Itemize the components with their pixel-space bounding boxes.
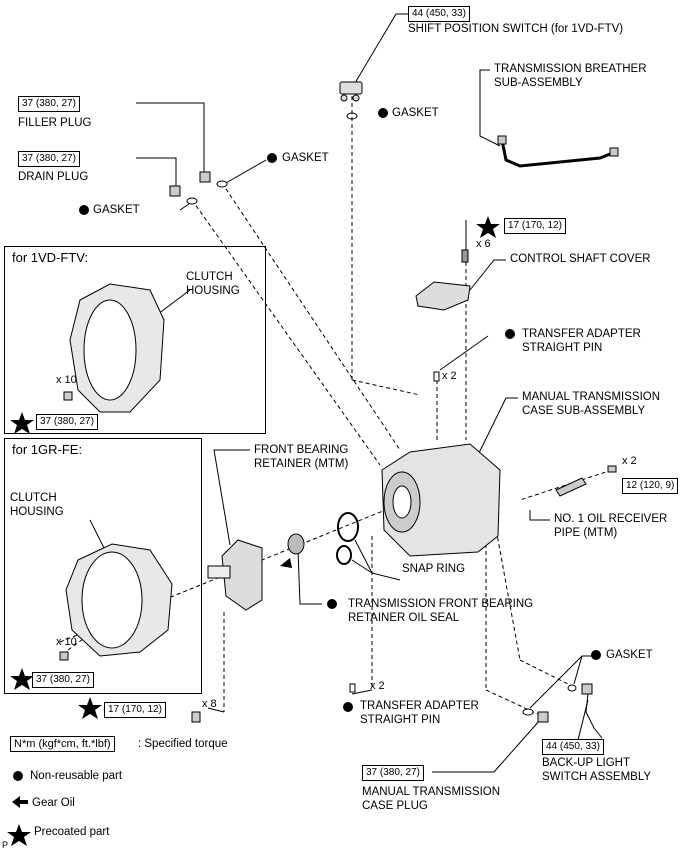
torque-backup-switch: 44 (450, 33): [542, 739, 604, 755]
label-transfer-pin-b2: STRAIGHT PIN: [360, 714, 441, 726]
label-for-1vd: for 1VD-FTV:: [12, 250, 89, 265]
label-oil-seal-2: RETAINER OIL SEAL: [348, 612, 460, 624]
label-oil-receiver-2: PIPE (MTM): [554, 527, 618, 539]
frame-1gr: [4, 438, 202, 694]
label-case-2: CASE SUB-ASSEMBLY: [522, 405, 646, 417]
count-clutch-1vd: x 10: [56, 374, 77, 386]
label-case-1: MANUAL TRANSMISSION: [522, 391, 661, 403]
label-snap-ring: SNAP RING: [402, 563, 466, 575]
label-clutch-1vd-2: HOUSING: [186, 285, 240, 297]
corner-mark: P: [2, 840, 9, 850]
shift-switch-part: [339, 81, 363, 102]
label-control-cover: CONTROL SHAFT COVER: [510, 253, 651, 265]
label-backup-2: SWITCH ASSEMBLY: [542, 771, 652, 783]
label-clutch-1gr-2: HOUSING: [10, 506, 64, 518]
label-case-plug-1: MANUAL TRANSMISSION: [362, 786, 501, 798]
label-transfer-pin-2: STRAIGHT PIN: [522, 342, 603, 354]
torque-clutch-1gr: 37 (380, 27): [32, 672, 94, 688]
clutch-housing-1gr-part: [65, 543, 173, 657]
label-gasket-top: GASKET: [392, 107, 439, 119]
label-transfer-pin-1: TRANSFER ADAPTER: [522, 328, 641, 340]
control-cover-part: [415, 249, 471, 311]
label-filler-plug: FILLER PLUG: [18, 117, 92, 129]
legend-torque-box: N*m (kgf*cm, ft.*lbf): [10, 736, 115, 752]
torque-case-plug: 37 (380, 27): [362, 765, 424, 781]
label-case-plug-2: CASE PLUG: [362, 800, 428, 812]
torque-clutch-1vd: 37 (380, 27): [36, 414, 98, 430]
torque-shift-switch: 44 (450, 33): [408, 6, 470, 22]
count-clutch-1gr: x 10: [56, 636, 77, 648]
torque-drain-plug: 37 (380, 27): [18, 151, 80, 167]
label-oil-receiver-1: NO. 1 OIL RECEIVER: [554, 513, 668, 525]
legend-gear-oil: Gear Oil: [32, 797, 75, 809]
torque-retainer-bolt: 17 (170, 12): [104, 702, 166, 718]
label-front-bearing-1: FRONT BEARING: [254, 444, 349, 456]
frame-1vd: [4, 246, 266, 434]
torque-filler-plug: 37 (380, 27): [18, 96, 80, 112]
front-bearing-retainer-part: [207, 539, 263, 611]
legend-precoated: Precoated part: [34, 826, 110, 838]
torque-control-cover: 17 (170, 12): [504, 218, 566, 234]
label-front-bearing-2: RETAINER (MTM): [254, 458, 349, 470]
label-gasket-backup: GASKET: [606, 649, 653, 661]
torque-oil-receiver: 12 (120, 9): [622, 478, 679, 494]
count-transfer-pin-top: x 2: [442, 370, 457, 382]
breather-part: [500, 139, 611, 168]
label-breather-1: TRANSMISSION BREATHER: [494, 63, 647, 75]
count-retainer-bolt: x 8: [202, 698, 217, 710]
label-clutch-1vd-1: CLUTCH: [186, 271, 233, 283]
legend-non-reusable: Non-reusable part: [30, 770, 123, 782]
label-backup-1: BACK-UP LIGHT: [542, 757, 630, 769]
count-oil-receiver: x 2: [622, 455, 637, 467]
count-control-cover: x 6: [476, 238, 491, 250]
legend-torque-text: : Specified torque: [138, 738, 228, 750]
label-breather-2: SUB-ASSEMBLY: [494, 77, 583, 89]
label-clutch-1gr-1: CLUTCH: [10, 492, 57, 504]
transmission-case-part: [381, 443, 501, 557]
label-gasket-filler: GASKET: [282, 152, 329, 164]
clutch-housing-1vd-part: [69, 283, 165, 413]
label-oil-seal-1: TRANSMISSION FRONT BEARING: [348, 598, 534, 610]
label-for-1gr: for 1GR-FE:: [12, 442, 83, 457]
label-transfer-pin-b1: TRANSFER ADAPTER: [360, 700, 479, 712]
label-shift-switch: SHIFT POSITION SWITCH (for 1VD-FTV): [408, 23, 624, 35]
label-gasket-drain: GASKET: [93, 204, 140, 216]
count-transfer-pin-bottom: x 2: [370, 680, 385, 692]
label-drain-plug: DRAIN PLUG: [18, 171, 89, 183]
